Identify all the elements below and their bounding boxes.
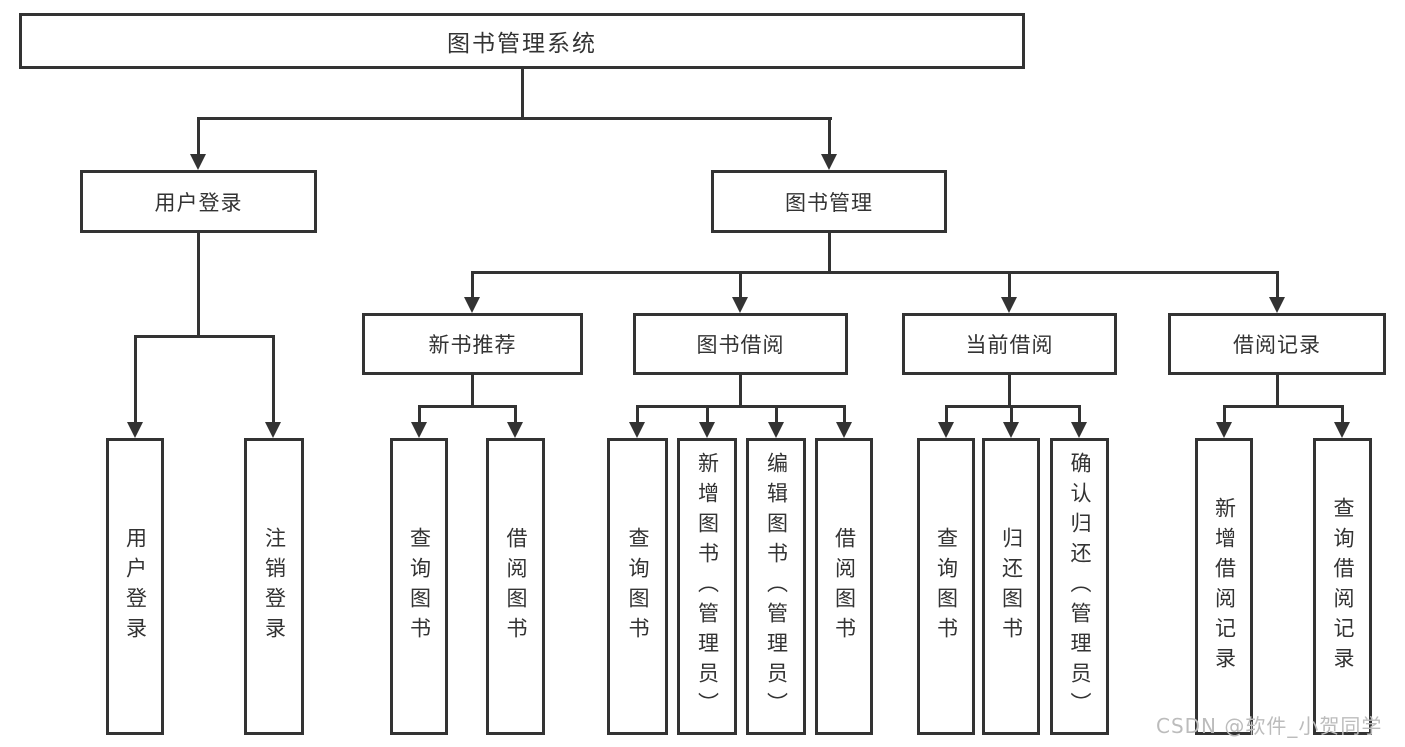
- connector-root-stem: [521, 69, 524, 118]
- arrowhead-borrow-record: [1269, 297, 1285, 313]
- connector-nb-stem: [471, 375, 474, 406]
- connector-to-ul-logout: [272, 335, 275, 422]
- node-borrow-records: 借阅记录: [1168, 313, 1386, 375]
- connector-br-stem: [1276, 375, 1279, 406]
- csdn-watermark: CSDN @软件_小贺同学: [1156, 714, 1383, 738]
- connector-to-br-query: [1341, 405, 1344, 422]
- arrowhead-ul-user-login: [127, 422, 143, 438]
- connector-to-ul-user-login: [134, 335, 137, 422]
- connector-bb-hline: [636, 405, 845, 408]
- node-new-book-recommend: 新书推荐: [362, 313, 583, 375]
- arrowhead-bb-borrow: [836, 422, 852, 438]
- connector-to-bb-add: [706, 405, 709, 422]
- connector-to-bb-edit: [775, 405, 778, 422]
- leaf-logout: 注销登录: [244, 438, 304, 735]
- arrowhead-current-borrow: [1001, 297, 1017, 313]
- connector-to-user-login: [197, 117, 200, 154]
- leaf-cb-confirm-return-admin: 确认归还（管理员）: [1050, 438, 1109, 735]
- node-library-management-system: 图书管理系统: [19, 13, 1025, 69]
- node-book-borrowing: 图书借阅: [633, 313, 848, 375]
- arrowhead-br-query: [1334, 422, 1350, 438]
- leaf-bb-edit-book-admin: 编辑图书（管理员）: [746, 438, 806, 735]
- leaf-br-add-record: 新增借阅记录: [1195, 438, 1253, 735]
- arrowhead-user-login: [190, 154, 206, 170]
- connector-nb-hline: [418, 405, 517, 408]
- leaf-cb-query-book: 查询图书: [917, 438, 975, 735]
- leaf-br-query-record: 查询借阅记录: [1313, 438, 1372, 735]
- leaf-nb-borrow-book: 借阅图书: [486, 438, 545, 735]
- arrowhead-bb-edit: [768, 422, 784, 438]
- arrowhead-br-add: [1216, 422, 1232, 438]
- connector-to-new-book-rec: [471, 271, 474, 297]
- connector-to-br-add: [1223, 405, 1226, 422]
- connector-to-nb-query: [418, 405, 421, 422]
- leaf-bb-add-book-admin: 新增图书（管理员）: [677, 438, 737, 735]
- connector-to-book-mgmt: [828, 117, 831, 154]
- connector-to-bb-borrow: [843, 405, 846, 422]
- connector-to-bb-query: [636, 405, 639, 422]
- node-user-login: 用户登录: [80, 170, 317, 233]
- connector-to-cb-confirm: [1078, 405, 1081, 422]
- arrowhead-book-mgmt: [821, 154, 837, 170]
- node-current-borrowing: 当前借阅: [902, 313, 1117, 375]
- connector-to-current-borrow: [1008, 271, 1011, 297]
- arrowhead-new-book-rec: [464, 297, 480, 313]
- leaf-nb-query-book: 查询图书: [390, 438, 448, 735]
- arrowhead-bb-query: [629, 422, 645, 438]
- leaf-cb-return-book: 归还图书: [982, 438, 1040, 735]
- leaf-user-login: 用户登录: [106, 438, 164, 735]
- arrowhead-nb-query: [411, 422, 427, 438]
- connector-to-nb-borrow: [514, 405, 517, 422]
- connector-book-mgmt-hline: [471, 271, 1279, 274]
- connector-to-cb-return: [1010, 405, 1013, 422]
- connector-user-login-hline: [134, 335, 275, 338]
- arrowhead-nb-borrow: [507, 422, 523, 438]
- arrowhead-cb-confirm: [1071, 422, 1087, 438]
- leaf-bb-query-book: 查询图书: [607, 438, 668, 735]
- node-book-management: 图书管理: [711, 170, 947, 233]
- connector-book-mgmt-stem: [828, 233, 831, 273]
- arrowhead-book-borrow: [732, 297, 748, 313]
- connector-user-login-stem: [197, 233, 200, 336]
- connector-br-hline: [1223, 405, 1343, 408]
- arrowhead-bb-add: [699, 422, 715, 438]
- leaf-bb-borrow-book: 借阅图书: [815, 438, 873, 735]
- connector-root-hline: [197, 117, 832, 120]
- arrowhead-cb-return: [1003, 422, 1019, 438]
- arrowhead-cb-query: [938, 422, 954, 438]
- connector-to-cb-query: [945, 405, 948, 422]
- connector-bb-stem: [739, 375, 742, 406]
- connector-to-borrow-record: [1276, 271, 1279, 297]
- connector-to-book-borrow: [739, 271, 742, 297]
- arrowhead-ul-logout: [265, 422, 281, 438]
- connector-cb-stem: [1008, 375, 1011, 406]
